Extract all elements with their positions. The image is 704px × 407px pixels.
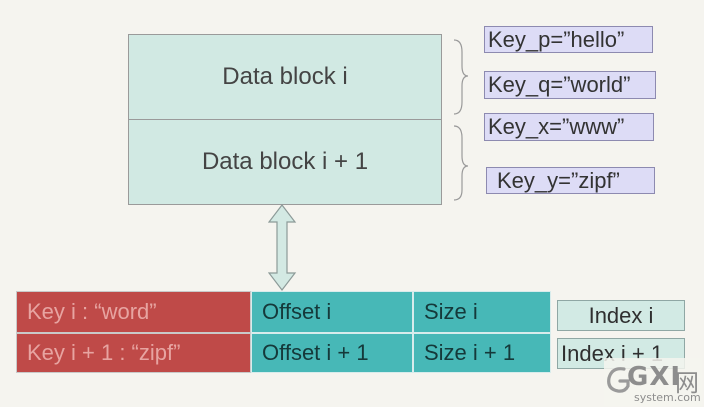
watermark-domain: system.com xyxy=(634,391,701,404)
kv-label-key-q-text: Key_q=”world” xyxy=(488,72,631,97)
watermark-gxi-text: GXI xyxy=(627,362,682,392)
index-label-i: Index i xyxy=(557,300,685,331)
kv-label-key-y: Key_y=”zipf” xyxy=(486,167,655,194)
kv-label-key-x-text: Key_x=”www” xyxy=(488,114,625,139)
table-row-2-key-text: Key i + 1 : “zipf” xyxy=(27,340,181,365)
data-block-i-plus-1: Data block i + 1 xyxy=(128,119,442,205)
table-row-2-offset-text: Offset i + 1 xyxy=(262,340,369,365)
watermark-logo: GXI 网 system.com xyxy=(604,358,702,406)
table-row-1-key-text: Key i : “word” xyxy=(27,299,157,324)
data-block-i-label: Data block i xyxy=(222,63,348,90)
index-label-i-text: Index i xyxy=(588,302,654,328)
kv-label-key-p-text: Key_p=”hello” xyxy=(488,26,625,52)
data-block-i-plus-1-label: Data block i + 1 xyxy=(201,148,369,175)
kv-label-key-q: Key_q=”world” xyxy=(484,71,656,99)
table-row-2-size-text: Size i + 1 xyxy=(424,340,516,365)
table-row-1-offset-text: Offset i xyxy=(262,299,332,324)
brace-block-i xyxy=(453,39,469,115)
table-row-1-offset: Offset i xyxy=(251,291,413,333)
watermark-wang-text: 网 xyxy=(675,369,699,397)
kv-label-key-y-text: Key_y=”zipf” xyxy=(497,167,620,193)
table-row-1-key: Key i : “word” xyxy=(16,291,251,333)
watermark-domain-text: system.com xyxy=(634,391,701,404)
brace-connectors xyxy=(453,39,469,201)
data-block-i: Data block i xyxy=(128,34,442,120)
double-arrow-icon xyxy=(268,204,297,291)
watermark-gxi: GXI xyxy=(627,362,681,392)
table-row-2-offset: Offset i + 1 xyxy=(251,333,413,373)
brace-block-i-plus-1 xyxy=(453,125,469,201)
table-row-2-key: Key i + 1 : “zipf” xyxy=(16,333,251,373)
watermark-logo-mark xyxy=(607,367,630,393)
kv-label-key-x: Key_x=”www” xyxy=(484,113,654,141)
table-row-1-size: Size i xyxy=(413,291,551,333)
table-row-2-size: Size i + 1 xyxy=(413,333,551,373)
table-row-1-size-text: Size i xyxy=(424,299,478,324)
watermark-wang: 网 xyxy=(675,363,699,398)
kv-label-key-p: Key_p=”hello” xyxy=(484,26,653,53)
